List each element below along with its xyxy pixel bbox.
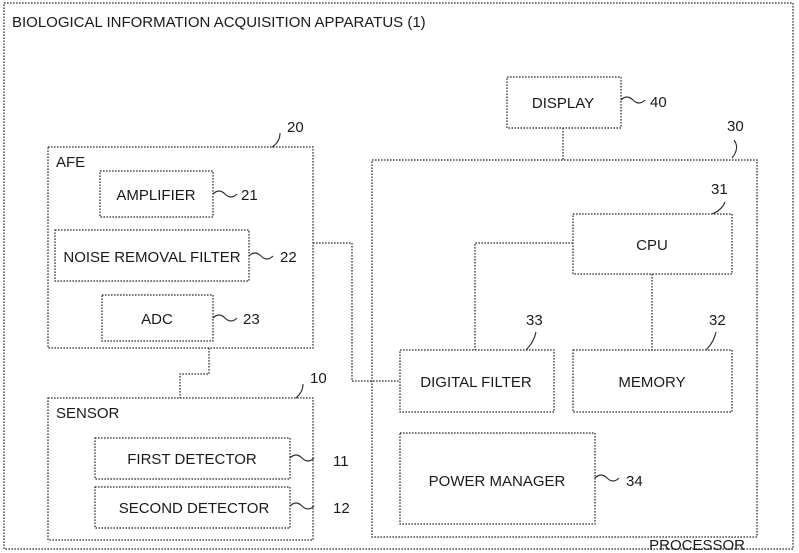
power-manager-ref: 34 xyxy=(626,473,643,490)
first-detector-ref: 11 xyxy=(333,453,349,470)
second-detector-label: SECOND DETECTOR xyxy=(119,500,270,517)
processor-label: PROCESSOR xyxy=(649,537,745,553)
digital-filter-label: DIGITAL FILTER xyxy=(420,374,532,391)
sensor-label: SENSOR xyxy=(56,405,120,422)
memory-label: MEMORY xyxy=(618,374,685,391)
first-detector-label: FIRST DETECTOR xyxy=(127,451,257,468)
processor-inner-ref: 31 xyxy=(711,181,728,198)
amplifier-label: AMPLIFIER xyxy=(116,187,195,204)
display-ref: 40 xyxy=(650,94,667,111)
memory-ref: 32 xyxy=(709,312,726,329)
adc-label: ADC xyxy=(141,311,173,328)
cpu-label: CPU xyxy=(636,237,668,254)
processor-ref: 30 xyxy=(727,118,744,135)
noise-filter-ref: 22 xyxy=(280,249,297,266)
digital-filter-ref: 33 xyxy=(526,312,543,329)
power-manager-label: POWER MANAGER xyxy=(429,473,566,490)
second-detector-ref: 12 xyxy=(333,500,350,517)
display-label: DISPLAY xyxy=(532,95,594,112)
afe-label: AFE xyxy=(56,154,85,171)
apparatus-title: BIOLOGICAL INFORMATION ACQUISITION APPAR… xyxy=(12,14,426,31)
adc-ref: 23 xyxy=(243,311,260,328)
afe-ref: 20 xyxy=(287,119,304,136)
amplifier-ref: 21 xyxy=(241,187,258,204)
noise-filter-label: NOISE REMOVAL FILTER xyxy=(63,249,240,266)
sensor-ref: 10 xyxy=(310,370,327,387)
